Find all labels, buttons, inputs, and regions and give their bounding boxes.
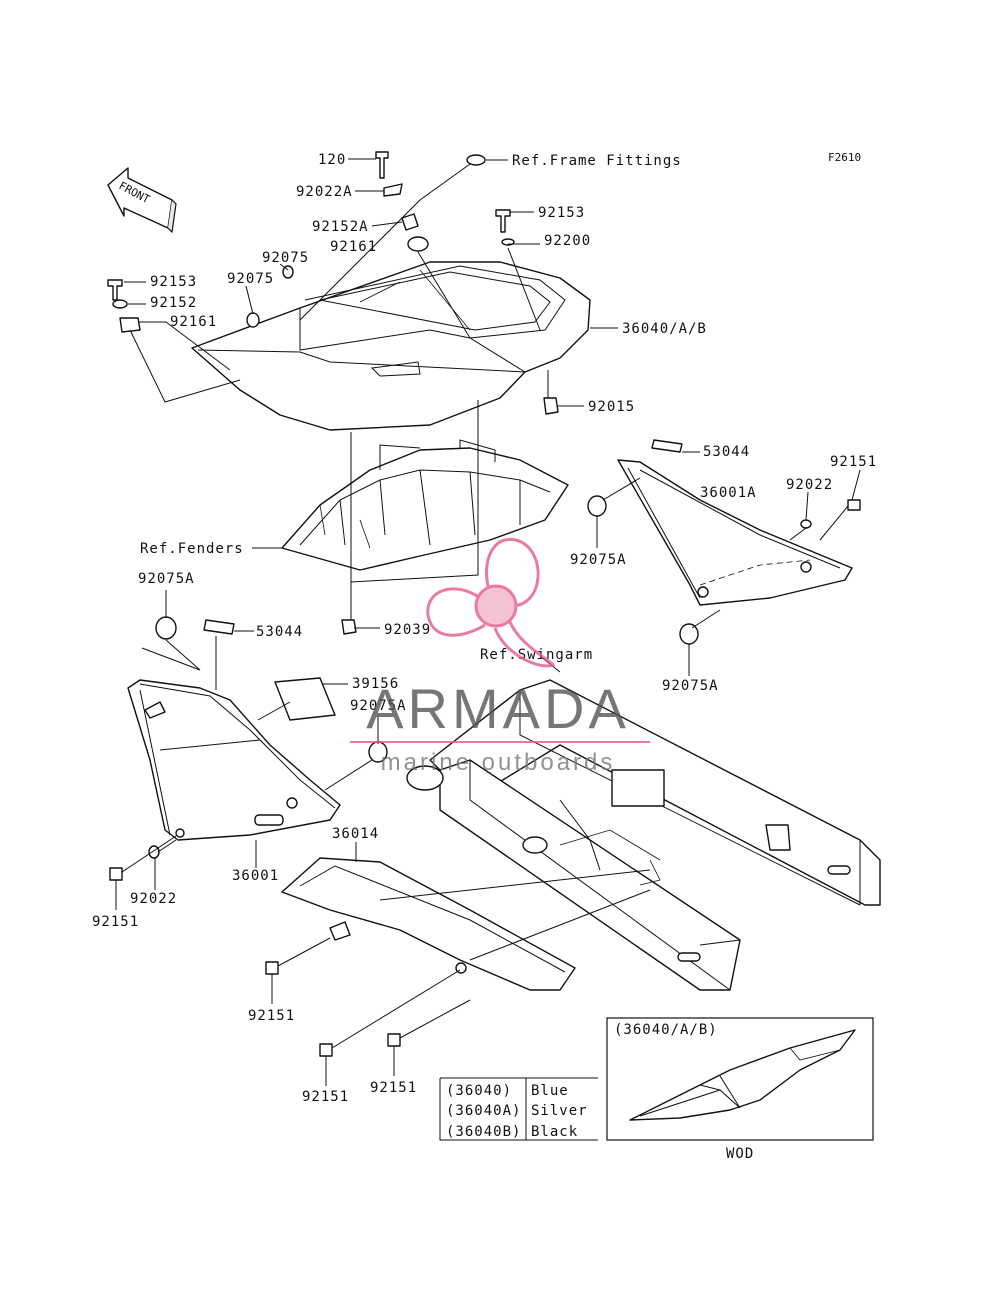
color-code-cell: (36040B) <box>446 1124 521 1140</box>
side-cover-right-part <box>617 459 853 606</box>
part-label: 92200 <box>544 233 591 249</box>
part-label: 36001A <box>700 485 757 501</box>
part-label: 92153 <box>538 205 585 221</box>
ref-swingarm-label: Ref.Swingarm <box>480 647 593 663</box>
watermark-tagline: marine outboards <box>381 749 616 776</box>
color-name-cell: Silver <box>531 1103 588 1119</box>
part-label: 92022 <box>786 477 833 493</box>
front-arrow-icon: FRONT <box>107 167 177 234</box>
part-label: 92015 <box>588 399 635 415</box>
part-label: 92022A <box>296 184 353 200</box>
part-label: 120 <box>318 152 346 168</box>
swingarm-part <box>406 679 881 991</box>
part-label: 92075A <box>138 571 195 587</box>
part-label: 92075A <box>662 678 719 694</box>
part-label: 92151 <box>370 1080 417 1096</box>
color-code-cell: (36040A) <box>446 1103 521 1119</box>
part-label: 36014 <box>332 826 379 842</box>
part-label: 39156 <box>352 676 399 692</box>
color-name-cell: Black <box>531 1124 578 1140</box>
part-label: 92075 <box>262 250 309 266</box>
part-label: 92022 <box>130 891 177 907</box>
part-label: 92075A <box>570 552 627 568</box>
ref-frame-fittings-label: Ref.Frame Fittings <box>512 153 682 169</box>
part-label: 92161 <box>330 239 377 255</box>
part-label: 92152A <box>312 219 369 235</box>
color-code-table: (36040) Blue (36040A) Silver (36040B) Bl… <box>439 1077 598 1141</box>
seat-cowl-part <box>191 261 591 431</box>
leader-lines <box>115 158 861 1086</box>
part-label: 36001 <box>232 868 279 884</box>
color-name-cell: Blue <box>531 1083 569 1099</box>
part-label: 36040/A/B <box>622 321 707 337</box>
part-label: 92075 <box>227 271 274 287</box>
color-code-cell: (36040) <box>446 1083 512 1099</box>
part-label: 92161 <box>170 314 217 330</box>
inset-caption: WOD <box>726 1146 754 1162</box>
armada-logo-watermark: ARMADA marine outboards <box>350 538 650 776</box>
fastener-hardware <box>107 151 861 1057</box>
part-label: 92151 <box>92 914 139 930</box>
chain-guard-part <box>281 857 576 991</box>
decal-part <box>274 677 336 721</box>
ref-fenders-label: Ref.Fenders <box>140 541 244 557</box>
part-label: 53044 <box>703 444 750 460</box>
part-label: 92075A <box>350 698 407 714</box>
part-label: 92151 <box>830 454 877 470</box>
part-label: 92039 <box>384 622 431 638</box>
side-cover-left-part <box>127 679 341 841</box>
watermark-brand: ARMADA <box>366 677 630 740</box>
color-variant-inset: (36040/A/B) WOD <box>606 1017 874 1162</box>
part-label: 92152 <box>150 295 197 311</box>
part-label: 92153 <box>150 274 197 290</box>
figure-code: F2610 <box>828 151 861 164</box>
inset-title: (36040/A/B) <box>614 1022 718 1038</box>
part-label: 92151 <box>248 1008 295 1024</box>
propeller-icon <box>426 538 556 668</box>
part-label: 53044 <box>256 624 303 640</box>
part-label: 92151 <box>302 1089 349 1105</box>
part-label-group: 120 92022A 92152A 92161 92153 92200 9207… <box>92 152 877 1105</box>
rear-fender-tray-part <box>281 439 569 571</box>
